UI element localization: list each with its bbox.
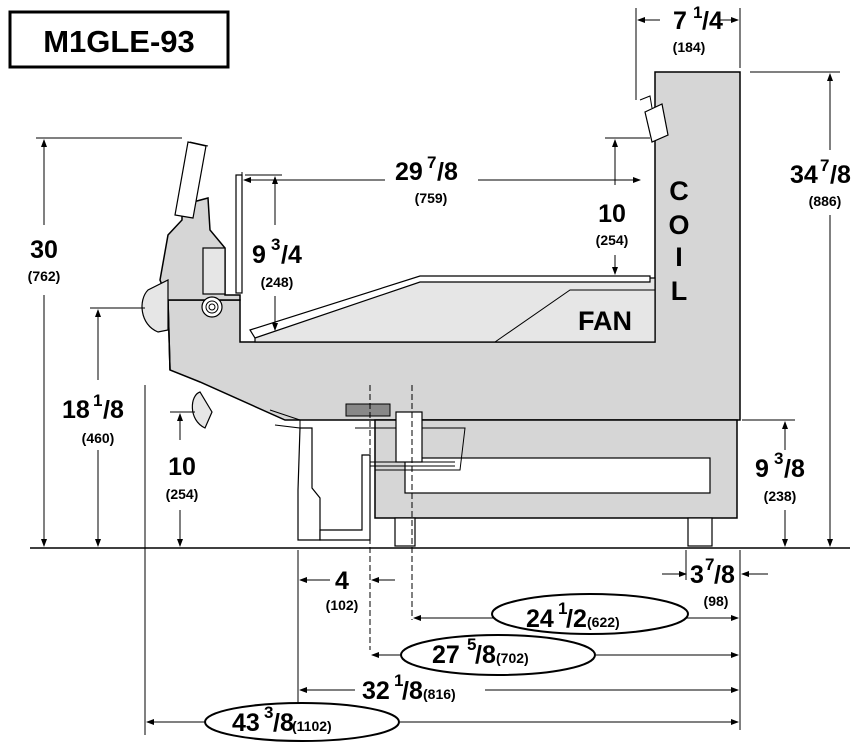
dim-overall-depth: 43 3 /8 (1102) (144, 385, 739, 742)
svg-text:C: C (669, 176, 689, 206)
model-number: M1GLE-93 (43, 24, 195, 59)
svg-text:/8: /8 (402, 677, 423, 705)
base-unit (297, 403, 738, 547)
svg-text:7: 7 (820, 156, 829, 175)
svg-text:3: 3 (690, 561, 704, 589)
svg-text:(816): (816) (423, 686, 456, 702)
svg-text:43: 43 (232, 709, 260, 737)
svg-text:9: 9 (755, 455, 769, 483)
svg-text:18: 18 (62, 396, 90, 424)
svg-text:3: 3 (264, 703, 273, 722)
svg-text:7: 7 (673, 7, 687, 35)
svg-text:/4: /4 (281, 241, 302, 269)
svg-text:9: 9 (252, 241, 266, 269)
svg-text:/8: /8 (437, 158, 458, 186)
svg-text:5: 5 (467, 635, 476, 654)
svg-text:/8: /8 (273, 709, 294, 737)
dim-front-offset: 4 (102) (297, 385, 395, 720)
cabinet-body (141, 71, 741, 429)
svg-text:/4: /4 (702, 7, 723, 35)
dim-top-offset: 7 1 /4 (184) (635, 3, 741, 100)
dim-base-height: 9 3 /8 (238) (742, 419, 805, 547)
svg-text:3: 3 (774, 449, 783, 468)
svg-text:/8: /8 (830, 161, 851, 189)
fan-label: FAN (578, 306, 632, 336)
svg-text:30: 30 (30, 236, 58, 264)
svg-text:1: 1 (693, 3, 702, 22)
svg-text:3: 3 (271, 235, 280, 254)
dim-counter-height: 18 1 /8 (460) (62, 307, 145, 547)
svg-text:1: 1 (394, 671, 403, 690)
dim-overall-height: 34 7 /8 (886) (750, 71, 851, 547)
dim-rear-offset: 3 7 /8 (98) (411, 385, 768, 730)
svg-text:(460): (460) (82, 430, 115, 446)
dim-body-depth: 32 1 /8 (816) (299, 671, 739, 705)
svg-text:(254): (254) (596, 232, 629, 248)
dim-base-depth-2: 27 5 /8 (702) (371, 634, 739, 676)
svg-text:10: 10 (598, 200, 626, 228)
dim-door-height: 10 (254) (166, 411, 199, 547)
svg-text:/8: /8 (714, 561, 735, 589)
svg-text:10: 10 (168, 453, 196, 481)
coil-label: C O I L (668, 176, 689, 306)
svg-text:/2: /2 (566, 605, 587, 633)
dim-base-depth: 24 1 /2 (622) (413, 593, 739, 635)
model-badge: M1GLE-93 (8, 10, 230, 69)
svg-text:(622): (622) (587, 614, 620, 630)
svg-text:/8: /8 (103, 396, 124, 424)
svg-text:(702): (702) (496, 650, 529, 666)
dim-coil-clearance: 10 (254) (596, 137, 650, 275)
svg-text:7: 7 (427, 153, 436, 172)
svg-text:(102): (102) (326, 597, 359, 613)
dim-front-panel: 9 3 /4 (248) (245, 174, 302, 331)
svg-text:/8: /8 (475, 641, 496, 669)
svg-text:(248): (248) (261, 274, 294, 290)
svg-text:L: L (671, 276, 688, 306)
svg-text:(238): (238) (764, 488, 797, 504)
svg-text:(886): (886) (809, 193, 842, 209)
svg-text:34: 34 (790, 161, 818, 189)
svg-text:(1102): (1102) (292, 718, 332, 734)
svg-text:/8: /8 (784, 455, 805, 483)
svg-text:O: O (668, 210, 689, 240)
svg-text:(184): (184) (673, 39, 706, 55)
svg-text:24: 24 (526, 605, 554, 633)
svg-text:1: 1 (558, 599, 567, 618)
svg-text:29: 29 (395, 158, 423, 186)
svg-text:(759): (759) (415, 190, 448, 206)
dim-front-height: 30 (762) (28, 137, 182, 547)
svg-text:27: 27 (432, 641, 460, 669)
svg-text:(98): (98) (704, 593, 729, 609)
svg-text:7: 7 (705, 555, 714, 574)
svg-text:(762): (762) (28, 268, 61, 284)
dim-shelf-width: 29 7 /8 (759) (241, 153, 641, 206)
svg-text:I: I (675, 242, 683, 272)
svg-text:4: 4 (335, 567, 349, 595)
svg-text:32: 32 (362, 677, 390, 705)
svg-text:(254): (254) (166, 486, 199, 502)
svg-text:1: 1 (93, 391, 102, 410)
